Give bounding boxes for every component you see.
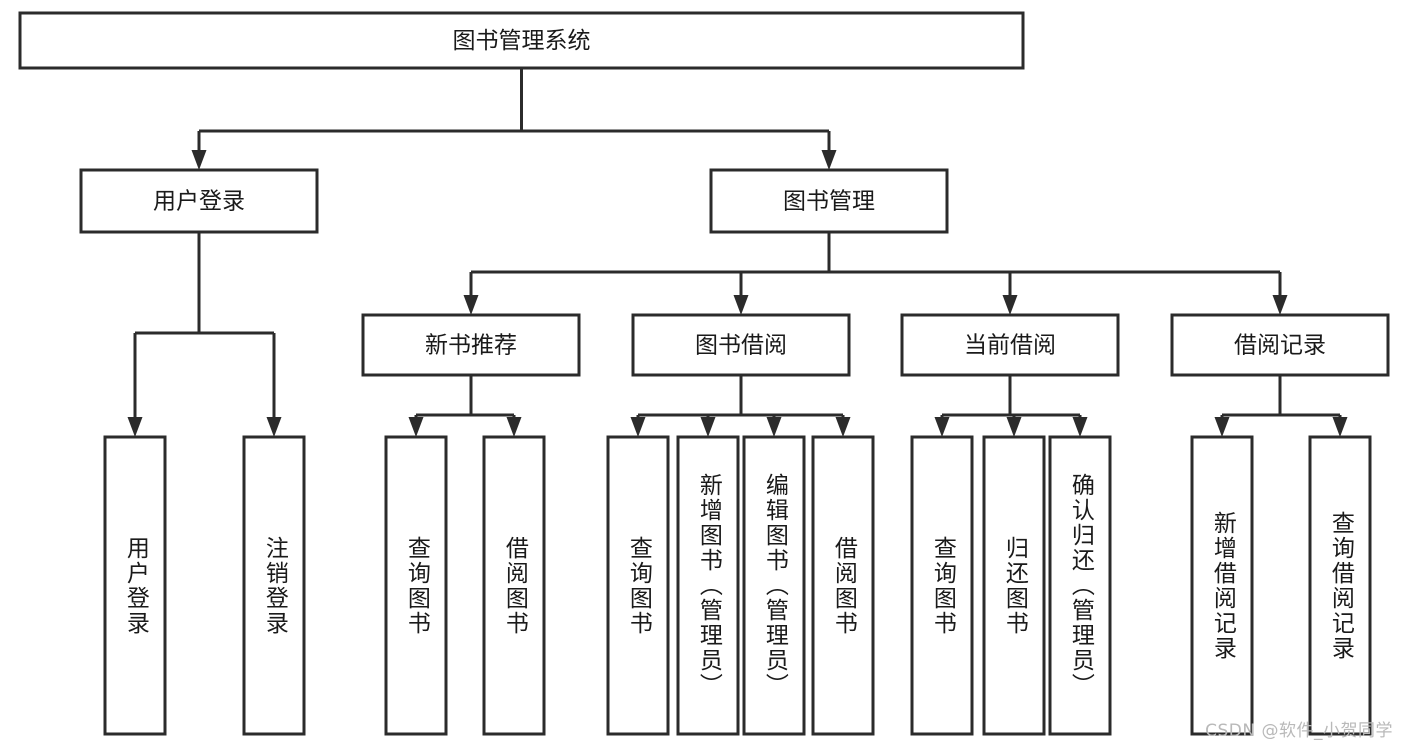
- node-label-user-login: 用户登录: [153, 189, 245, 215]
- arrow-book-management-to-new-book-recommend: [463, 295, 479, 315]
- arrow-book-borrow-to-leaf-add-book-admin: [700, 417, 716, 437]
- node-box-leaf-user-login[interactable]: [103, 435, 167, 736]
- node-box-borrow-record[interactable]: [1170, 313, 1390, 377]
- node-box-leaf-query-book-2[interactable]: [606, 435, 670, 736]
- node-box-layer: [18, 11, 1390, 736]
- node-box-user-login[interactable]: [79, 168, 319, 234]
- arrow-book-management-to-current-borrow: [1002, 295, 1018, 315]
- node-box-leaf-query-book-3[interactable]: [910, 435, 974, 736]
- arrow-current-borrow-to-leaf-return-book: [1006, 417, 1022, 437]
- node-label-book-borrow: 图书借阅: [695, 333, 787, 359]
- node-box-leaf-logout[interactable]: [242, 435, 306, 736]
- node-box-leaf-borrow-book-2[interactable]: [811, 435, 875, 736]
- node-label-book-management: 图书管理: [783, 189, 875, 215]
- node-box-leaf-return-book[interactable]: [982, 435, 1046, 736]
- arrow-book-management-to-borrow-record: [1272, 295, 1288, 315]
- arrow-borrow-record-to-leaf-add-borrow-record: [1214, 417, 1230, 437]
- node-box-new-book-recommend[interactable]: [361, 313, 581, 377]
- node-box-leaf-add-book-admin[interactable]: [676, 435, 740, 736]
- node-box-leaf-confirm-return-admin[interactable]: [1048, 435, 1112, 736]
- node-box-leaf-add-borrow-record[interactable]: [1190, 435, 1254, 736]
- node-box-book-management[interactable]: [709, 168, 949, 234]
- arrow-current-borrow-to-leaf-query-book-3: [934, 417, 950, 437]
- node-box-book-borrow[interactable]: [631, 313, 851, 377]
- arrow-book-management-to-book-borrow: [733, 295, 749, 315]
- arrow-new-book-recommend-to-leaf-query-book-1: [408, 417, 424, 437]
- node-label-current-borrow: 当前借阅: [964, 333, 1056, 359]
- node-box-leaf-query-book-1[interactable]: [384, 435, 448, 736]
- node-box-leaf-edit-book-admin[interactable]: [742, 435, 806, 736]
- csdn-watermark: CSDN @软件_小贺同学: [1205, 721, 1393, 741]
- node-label-root: 图书管理系统: [453, 28, 591, 54]
- arrow-user-login-to-leaf-logout: [266, 417, 282, 437]
- arrow-book-borrow-to-leaf-edit-book-admin: [766, 417, 782, 437]
- arrow-user-login-to-leaf-user-login: [127, 417, 143, 437]
- node-box-root[interactable]: [18, 11, 1025, 70]
- arrow-new-book-recommend-to-leaf-borrow-book-1: [506, 417, 522, 437]
- node-label-borrow-record: 借阅记录: [1234, 333, 1326, 359]
- node-box-leaf-borrow-book-1[interactable]: [482, 435, 546, 736]
- arrow-root-to-user-login: [191, 150, 207, 170]
- arrow-borrow-record-to-leaf-query-borrow-record: [1332, 417, 1348, 437]
- arrow-current-borrow-to-leaf-confirm-return-admin: [1072, 417, 1088, 437]
- arrow-book-borrow-to-leaf-query-book-2: [630, 417, 646, 437]
- connector-layer: [127, 68, 1348, 437]
- node-box-current-borrow[interactable]: [900, 313, 1120, 377]
- node-label-new-book-recommend: 新书推荐: [425, 333, 517, 359]
- arrow-book-borrow-to-leaf-borrow-book-2: [835, 417, 851, 437]
- node-box-leaf-query-borrow-record[interactable]: [1308, 435, 1372, 736]
- arrow-root-to-book-management: [821, 150, 837, 170]
